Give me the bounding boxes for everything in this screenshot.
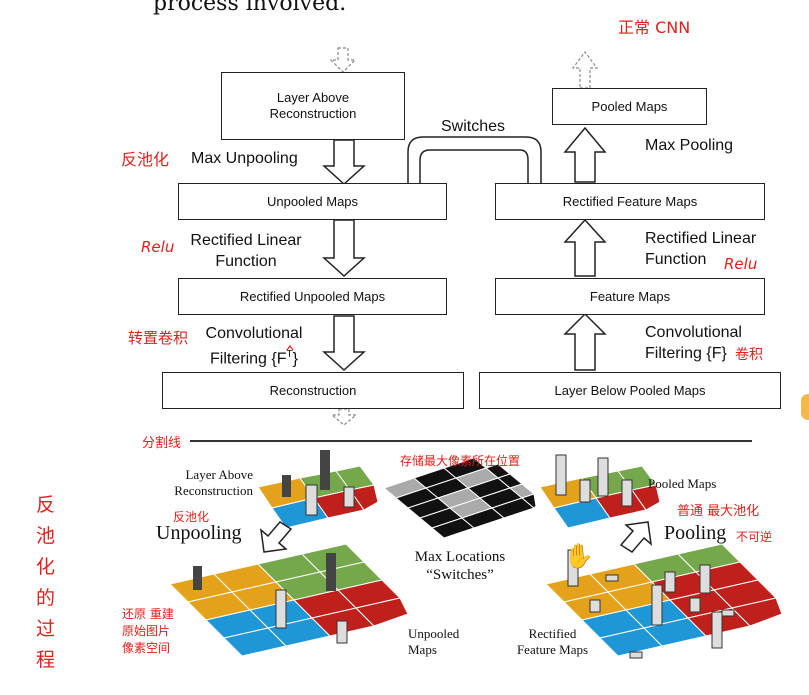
switches-grid [382,457,537,539]
max-pooling-label: Max Pooling [645,137,734,154]
rectified-feature-maps-box: Rectified Feature Maps [495,183,765,220]
annotation-irreversible: 不可逆 [736,530,773,544]
annotation-record-positions: 存储最大像素所在位置 [400,454,521,468]
pool-arrow [619,521,653,553]
dashed-arrow-bottom-left [330,408,358,426]
unpool-small-bars [282,450,355,516]
unpooled-big-bars [193,553,348,644]
pooled-small-bars [555,454,633,507]
unpooled-big-grid [169,543,409,657]
rectified-unpooled-maps-box: Rectified Unpooled Maps [178,278,447,315]
annotation-divider: 分割线 [142,436,182,451]
annotation-normal-cnn: 正常 CNN [618,18,691,37]
bottom-pooled-maps-label: Pooled Maps [648,476,717,491]
annotation-relu-right: Relu [724,255,758,273]
side-scroll-handle[interactable] [801,394,809,420]
bottom-layer-above-label: Layer Above Reconstruction [174,467,253,498]
layer-above-reconstruction-box: Layer Above Reconstruction [221,72,405,140]
annotation-relu-left: Relu [141,238,175,256]
rectified-big-bars [567,549,735,659]
annotation-unpool: 反池化 [121,150,170,169]
up-arrow-1 [563,126,607,183]
annotation-conv: 卷积 [735,347,763,363]
unpooled-maps-box: Unpooled Maps [178,183,447,220]
up-arrow-2 [563,218,607,277]
bottom-unpooling-label: Unpooling [156,522,242,544]
annotation-vertical-title: 反 池 化 的 过 程 [36,494,56,671]
annotation-restore: 还原 重建 原始图片 像素空间 [122,607,174,655]
bottom-pooling-label: Pooling [664,522,727,544]
conv-filtering-right-label: Convolutional Filtering {F} [645,324,742,362]
dashed-arrow-top-left [329,47,357,73]
header-text: process involved. [153,0,347,16]
bottom-rectified-feature-maps-label: Rectified Feature Maps [516,626,589,657]
unpool-arrow [259,521,293,553]
red-caret [286,345,294,351]
annotation-transpose-conv: 转置卷积 [128,329,189,347]
layer-below-pooled-maps-box: Layer Below Pooled Maps [479,372,781,409]
max-unpooling-label: Max Unpooling [191,150,298,167]
switches-connector [407,136,542,183]
reconstruction-box: Reconstruction [162,372,464,409]
feature-maps-box: Feature Maps [495,278,765,315]
up-arrow-3 [563,312,607,371]
rectified-linear-right-label: Rectified Linear Function [645,230,757,268]
rectified-linear-left-label: Rectified Linear Function [190,232,302,270]
conv-filtering-left-label: Convolutional Filtering {FT} [205,325,303,368]
dashed-arrow-top-right [571,51,599,89]
pooled-maps-box: Pooled Maps [552,88,707,125]
hand-cursor-icon: ✋ [564,543,594,570]
annotation-unpool-small: 反池化 [173,510,210,524]
bottom-max-locations-label: Max Locations “Switches” [414,549,506,583]
down-arrow-2 [322,219,366,278]
bottom-unpooled-maps-label: Unpooled Maps [408,626,460,657]
down-arrow-1 [322,139,366,186]
unpool-small-grid [257,465,379,529]
switches-label: Switches [441,118,506,135]
down-arrow-3 [322,315,366,372]
annotation-normal-maxpool: 普通 最大池化 [677,504,760,519]
